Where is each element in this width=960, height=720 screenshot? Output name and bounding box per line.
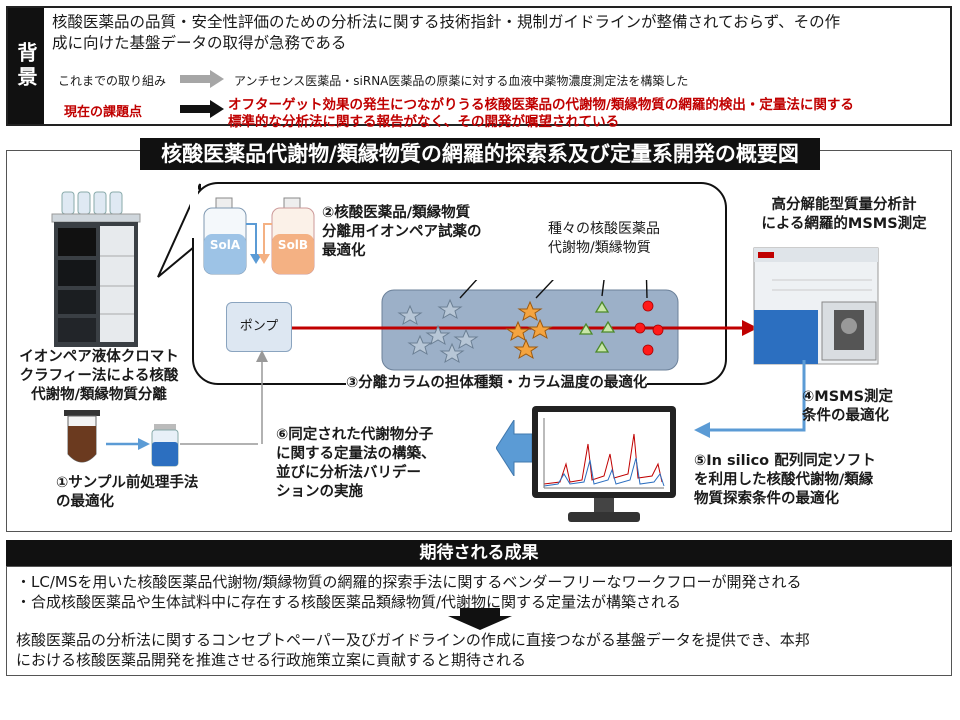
step2-caption: ②核酸医薬品/類縁物質 分離用イオンペア試薬の 最適化 xyxy=(322,204,482,261)
issue-line-1: オフターゲット効果の発生につながりうる核酸医薬品の代謝物/類縁物質の網羅的検出・… xyxy=(228,97,854,113)
step2-line-1: ②核酸医薬品/類縁物質 xyxy=(322,205,471,221)
gray-arrow-icon xyxy=(180,70,224,88)
species-line-2: 代謝物/類縁物質 xyxy=(548,240,651,256)
computer-monitor-icon xyxy=(532,406,676,522)
lc-caption: イオンペア液体クロマト クラフィー法による核酸 代謝物/類縁物質分離 xyxy=(14,348,184,405)
pump-box: ポンプ xyxy=(226,302,292,352)
background-label: 背景 xyxy=(8,8,44,124)
gray-arrow-to-pump xyxy=(256,350,268,444)
step6-caption: ⑥同定された代謝物分子 に関する定量法の構築、 並びに分析法バリデー ションの実… xyxy=(276,426,436,502)
overview-title: 核酸医薬品代謝物/類縁物質の網羅的探索系及び定量系開発の概要図 xyxy=(140,138,820,170)
mass-spectrometer-icon xyxy=(753,247,879,365)
ms-title: 高分解能型質量分析計 による網羅的MSMS測定 xyxy=(744,196,944,234)
step5-caption: ⑤In silico 配列同定ソフト を利用した核酸代謝物/類縁 物質探索条件の… xyxy=(694,452,876,509)
issue-line-2: 標準的な分析法に関する報告がなく、その開発が嘱望されている xyxy=(228,114,620,130)
separation-column-diagram xyxy=(292,280,758,371)
step6-line-3: 並びに分析法バリデー xyxy=(276,465,421,481)
step2-line-3: 最適化 xyxy=(322,243,366,259)
step3-caption: ③分離カラムの担体種類・カラム温度の最適化 xyxy=(346,374,648,393)
blue-arrow-ms-to-pc xyxy=(694,360,806,438)
results-title: 期待される成果 xyxy=(6,540,952,566)
background-line-1: 核酸医薬品の品質・安全性評価のための分析法に関する技術指針・規制ガイドラインが整… xyxy=(52,13,841,31)
efforts-text: アンチセンス医薬品・siRNA医薬品の原薬に対する血液中薬物濃度測定法を構築した xyxy=(234,74,689,88)
step2-line-2: 分離用イオンペア試薬の xyxy=(322,224,482,240)
step1-caption: ①サンプル前処理手法 の最適化 xyxy=(56,474,198,512)
step6-line-4: ションの実施 xyxy=(276,484,363,500)
sample-prep-illustration xyxy=(64,410,258,467)
step5-line-2: を利用した核酸代謝物/類縁 xyxy=(694,472,874,488)
background-text: 核酸医薬品の品質・安全性評価のための分析法に関する技術指針・規制ガイドラインが整… xyxy=(52,12,942,54)
lc-caption-line-1: イオンペア液体クロマト xyxy=(19,349,179,365)
species-line-1: 種々の核酸医薬品 xyxy=(548,221,660,237)
lc-caption-line-3: 代謝物/類縁物質分離 xyxy=(31,387,167,403)
results-box xyxy=(6,566,952,676)
down-arrow-icon xyxy=(448,608,512,630)
ms-title-line-1: 高分解能型質量分析計 xyxy=(771,197,917,213)
solvent-bottles xyxy=(203,197,315,275)
results-bullet-1: ・LC/MSを用いた核酸医薬品代謝物/類縁物質の網羅的探索手法に関するベンダーフ… xyxy=(16,573,802,591)
step4-line-2: 条件の最適化 xyxy=(802,408,889,424)
background-line-2: 成に向けた基盤データの取得が急務である xyxy=(52,34,347,52)
blue-block-arrow-left xyxy=(496,420,532,476)
step4-line-1: ④MSMS測定 xyxy=(802,389,894,405)
solB-label: SolB xyxy=(277,238,309,252)
results-conclusion-2: における核酸医薬品開発を推進させる行政施策立案に貢献すると期待される xyxy=(16,651,527,669)
efforts-label: これまでの取り組み xyxy=(58,74,167,88)
results-conclusion-1: 核酸医薬品の分析法に関するコンセプトペーパー及びガイドラインの作成に直接つながる… xyxy=(16,631,810,649)
lc-caption-line-2: クラフィー法による核酸 xyxy=(19,368,179,384)
step6-line-1: ⑥同定された代謝物分子 xyxy=(276,427,434,443)
results-bullet-2: ・合成核酸医薬品や生体試料中に存在する核酸医薬品類縁物質/代謝物に関する定量法が… xyxy=(16,593,682,611)
lc-instrument-icon xyxy=(51,191,141,347)
step1-line-1: ①サンプル前処理手法 xyxy=(56,475,199,491)
background-box xyxy=(6,6,952,126)
black-arrow-icon xyxy=(180,100,224,118)
issue-label: 現在の課題点 xyxy=(64,105,143,120)
species-label: 種々の核酸医薬品 代謝物/類縁物質 xyxy=(548,220,660,258)
solA-label: SolA xyxy=(209,238,241,252)
step5-line-1: ⑤In silico 配列同定ソフト xyxy=(694,453,876,469)
step5-line-3: 物質探索条件の最適化 xyxy=(694,491,839,507)
step6-line-2: に関する定量法の構築、 xyxy=(276,446,436,462)
step1-line-2: の最適化 xyxy=(56,494,114,510)
step4-caption: ④MSMS測定 条件の最適化 xyxy=(802,388,893,426)
ms-title-line-2: による網羅的MSMS測定 xyxy=(761,216,927,232)
callout-join xyxy=(190,186,198,238)
